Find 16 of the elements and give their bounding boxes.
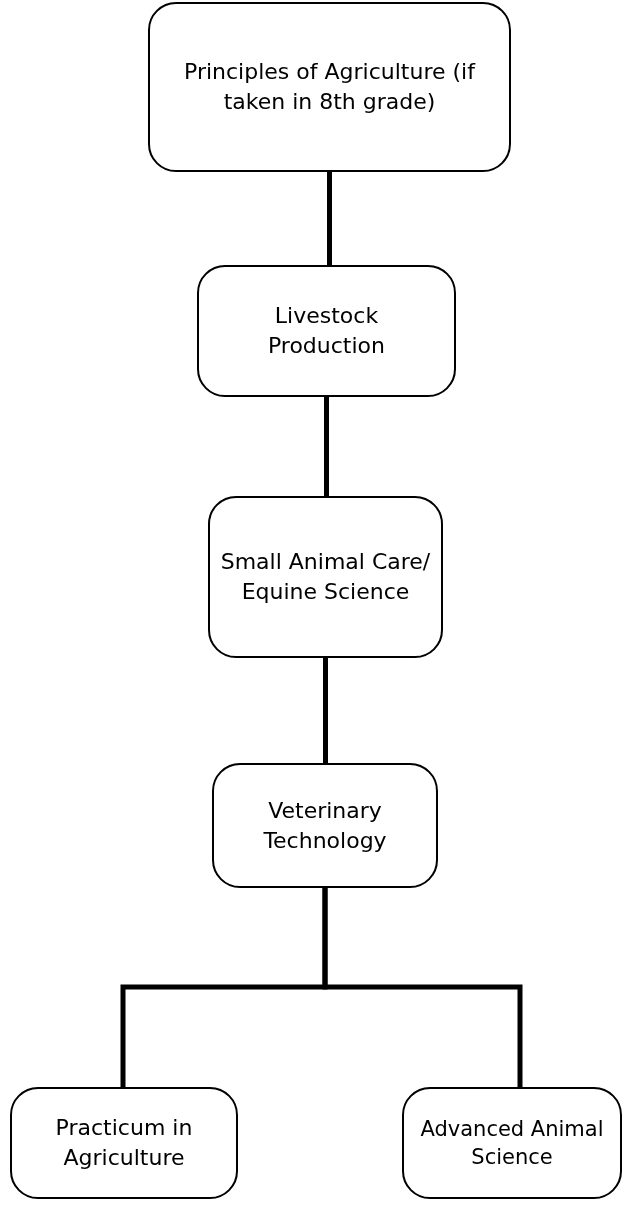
connector-line [324, 397, 329, 496]
course-label: Practicum in Agriculture [54, 1114, 194, 1172]
connector-line [327, 172, 332, 265]
course-box [148, 2, 511, 172]
course-label: Livestock Production [266, 302, 386, 360]
course-label: Veterinary Technology [262, 796, 388, 855]
connector-line [322, 888, 523, 1087]
course-box [212, 763, 438, 888]
course-label: Small Animal Care/ Equine Science [219, 548, 432, 606]
course-box [208, 496, 443, 658]
connector-line [323, 658, 328, 763]
course-label: Principles of Agriculture (if taken in 8th grade) [183, 58, 477, 116]
course-box [10, 1087, 238, 1199]
course-box [402, 1087, 622, 1199]
course-label: Advanced Animal Science [419, 1115, 605, 1171]
course-box [197, 265, 456, 397]
